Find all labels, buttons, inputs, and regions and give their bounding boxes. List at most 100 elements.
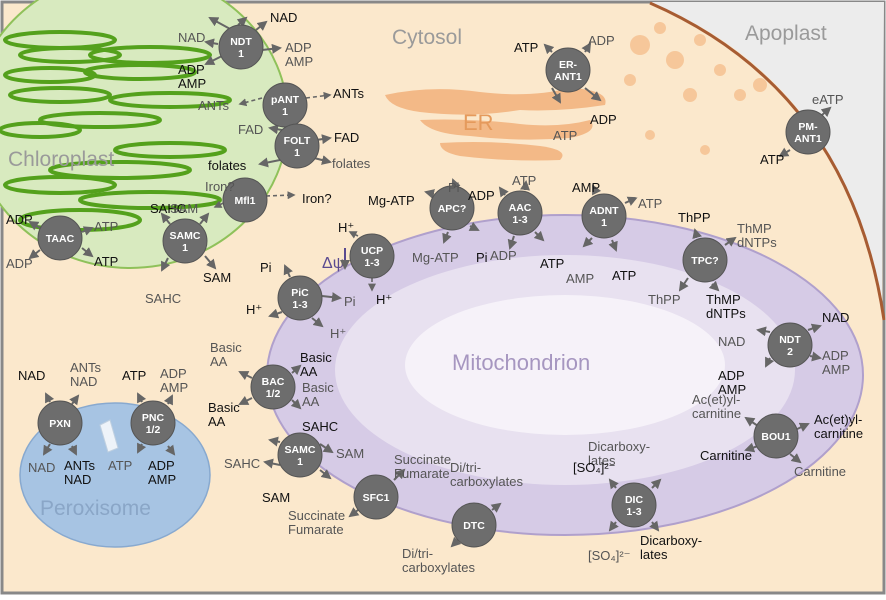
substrate-label: ADP [178, 62, 205, 77]
transport-arrow [744, 442, 759, 453]
substrate-label: AA [210, 354, 228, 369]
transport-arrow [649, 520, 660, 532]
substrate-label: ANTs [198, 98, 230, 113]
transport-arrow [582, 236, 594, 248]
transport-arrow [692, 228, 703, 240]
substrate-label: carboxylates [450, 474, 523, 489]
transporter-name: 1-3 [292, 299, 307, 311]
transporter-circle [353, 474, 399, 520]
transport-arrow [807, 323, 822, 334]
transport-arrow [498, 186, 509, 198]
substrate-label: [SO₄]²⁻ [573, 460, 616, 475]
transport-arrow [765, 356, 775, 368]
substrate-label: ThPP [678, 210, 711, 225]
substrate-label: ATP [760, 152, 784, 167]
transport-arrow [543, 43, 555, 55]
substrate-label: ATP [553, 128, 577, 143]
substrate-label: NAD [270, 10, 297, 25]
substrate-label: lates [640, 547, 668, 562]
substrate-label: FAD [238, 122, 263, 137]
substrate-label: H⁺ [338, 220, 354, 235]
substrate-label: NAD [718, 334, 745, 349]
transport-arrow [520, 180, 530, 191]
transport-arrow [204, 55, 223, 65]
substrate-label: carnitine [692, 406, 741, 421]
transporter-circle [274, 123, 320, 169]
substrate-label: folates [332, 156, 371, 171]
transport-arrow [348, 507, 360, 518]
substrate-label: NAD [64, 472, 91, 487]
transport-arrow [258, 157, 281, 168]
transport-arrow [238, 97, 263, 107]
transporter-circle [611, 482, 657, 528]
substrate-label: ADP [160, 366, 187, 381]
transporter-name: 1-3 [364, 257, 379, 269]
transporter-pxn: PXN [37, 400, 83, 446]
transporter-name: TAAC [46, 233, 75, 245]
transport-arrow [268, 308, 283, 319]
transport-arrow [608, 239, 618, 252]
transport-arrow [160, 212, 171, 225]
substrate-label: ADP [6, 212, 33, 227]
substrate-label: Iron? [205, 179, 235, 194]
substrate-label: FAD [334, 130, 359, 145]
substrate-label: H⁺ [246, 302, 262, 317]
substrate-label: ThMP [706, 292, 741, 307]
transporter-circle [785, 109, 831, 155]
transport-arrow [165, 444, 176, 456]
substrate-label: carnitine [814, 426, 863, 441]
transporter-circle [37, 400, 83, 446]
transport-arrow [81, 247, 94, 258]
transporter-name: 1-3 [626, 506, 641, 518]
substrate-label: Fumarate [394, 466, 450, 481]
substrate-label: Ac(et)yl- [692, 392, 740, 407]
transport-arrow [820, 106, 832, 118]
transporter-name: 1/2 [146, 424, 161, 436]
substrate-label: SAM [170, 201, 198, 216]
transport-arrow [268, 124, 283, 135]
substrate-label: Carnitine [700, 448, 752, 463]
transport-arrow [424, 189, 435, 199]
substrate-label: Mg-ATP [412, 250, 459, 265]
transporter-name: 1 [282, 106, 288, 118]
substrate-label: Basic [302, 380, 334, 395]
substrate-label: SAM [336, 446, 364, 461]
transport-arrow [42, 443, 53, 456]
chloroplast-label: Chloroplast [8, 148, 114, 171]
transporter-circle [277, 275, 323, 321]
substrate-label: AMP [160, 380, 188, 395]
transporter-name: ANT1 [794, 133, 822, 145]
transporter-name: ADNT [589, 205, 619, 217]
transporter-name: BOU1 [761, 431, 790, 443]
transporter-name: PM- [798, 121, 818, 133]
substrate-label: AA [208, 414, 226, 429]
substrate-label: AMP [178, 76, 206, 91]
transport-arrow [69, 394, 80, 406]
transporter-name: PiC [291, 287, 309, 299]
substrate-label: Succinate [394, 452, 451, 467]
substrate-label: Pi [448, 180, 460, 195]
transporter-name: UCP [361, 245, 383, 257]
transport-arrow [348, 231, 359, 239]
transport-arrow [204, 255, 217, 270]
transport-arrow [163, 394, 173, 406]
substrate-label: Fumarate [288, 522, 344, 537]
transporter-circle [162, 218, 208, 264]
substrate-label: SAM [262, 490, 290, 505]
transporter-circle [767, 322, 813, 368]
substrate-label: SAHC [150, 201, 186, 216]
substrate-label: ADP [468, 188, 495, 203]
transporter-name: AAC [509, 202, 532, 214]
substrate-label: ADP [148, 458, 175, 473]
transport-arrow [450, 536, 462, 548]
transport-arrow [161, 257, 171, 272]
substrate-label: AA [300, 364, 318, 379]
transport-arrow [789, 453, 802, 464]
transport-arrow [28, 249, 41, 260]
